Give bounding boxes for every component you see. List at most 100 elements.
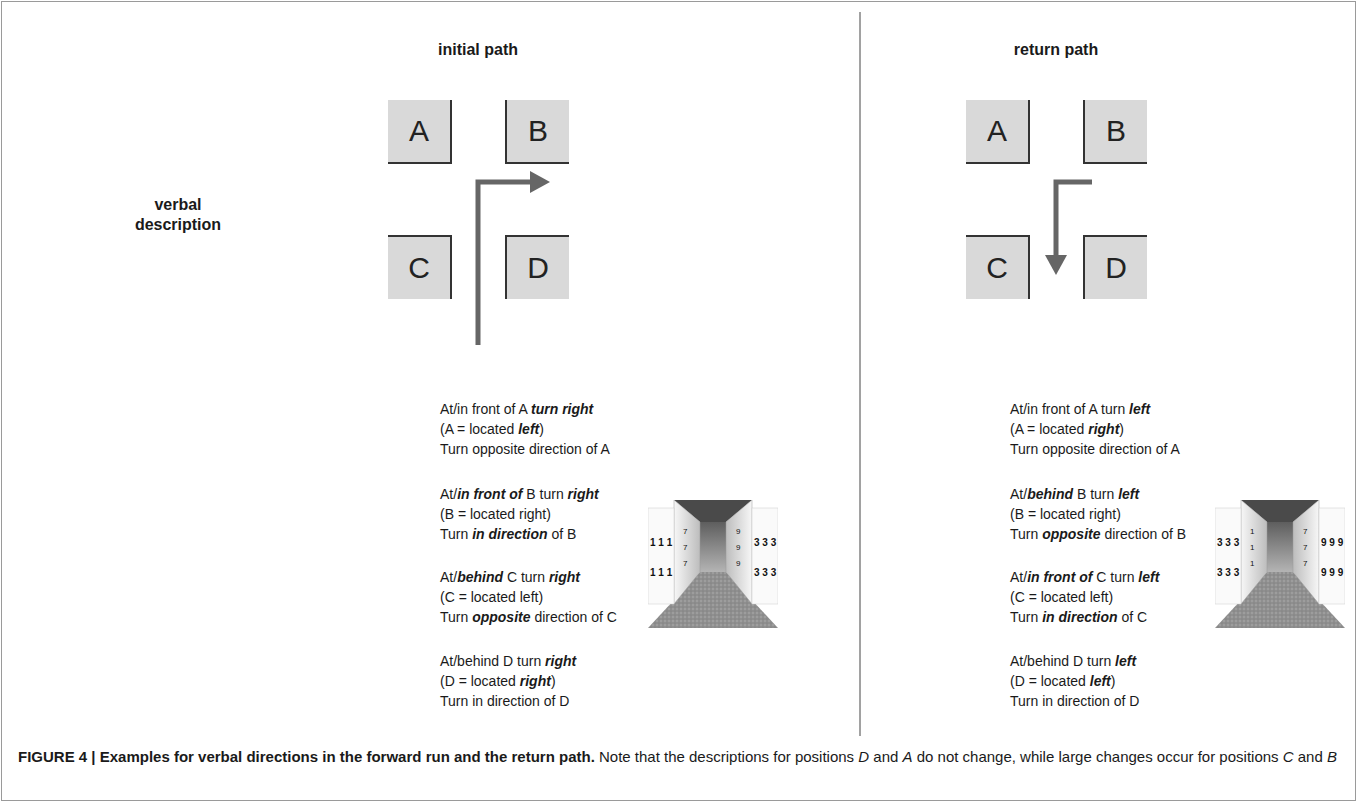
direction-line-text: right <box>1088 421 1119 437</box>
wall-number: 1 <box>1250 560 1254 568</box>
panel-heading-text: return path <box>1014 41 1098 58</box>
direction-line-text: (C = located left) <box>440 589 543 605</box>
direction-line-text: Turn <box>1010 609 1042 625</box>
wall-number: 1 1 1 <box>650 568 672 578</box>
direction-line-text: behind <box>1027 486 1073 502</box>
direction-line: (B = located right) <box>1010 505 1121 523</box>
direction-line: At/in front of A turn left <box>1010 400 1150 418</box>
direction-line-text: At/behind D turn <box>1010 653 1115 669</box>
direction-line-text: opposite <box>472 609 530 625</box>
wall-number: 9 9 9 <box>1321 538 1343 548</box>
box-letter: B <box>1106 116 1126 146</box>
direction-line-text: right <box>545 653 576 669</box>
place-box: D <box>1083 235 1147 299</box>
figure-caption-text: A <box>903 748 913 765</box>
wall-number: 7 <box>1303 544 1307 552</box>
panel-heading: verbal description <box>123 195 233 235</box>
figure-caption-text: FIGURE 4 | Examples for verbal direction… <box>18 748 595 765</box>
direction-line-text: direction of C <box>531 609 617 625</box>
place-box: C <box>966 235 1030 299</box>
figure-caption-text: C <box>1283 748 1294 765</box>
direction-line: Turn opposite direction of C <box>440 608 617 626</box>
arrow-head <box>1045 255 1067 275</box>
direction-line-text: At/in front of A <box>440 401 531 417</box>
direction-line-text: opposite <box>1042 526 1100 542</box>
direction-line-text: Turn <box>440 609 472 625</box>
place-box: C <box>388 235 452 299</box>
wall-number: 3 3 3 <box>1217 568 1239 578</box>
direction-line-text: left <box>1090 673 1111 689</box>
wall-number: 1 <box>1250 528 1254 536</box>
wall-number: 7 <box>683 560 687 568</box>
corridor-wall <box>1293 500 1319 604</box>
direction-line-text: Turn <box>1010 526 1042 542</box>
direction-line-text: in front of <box>1027 569 1092 585</box>
direction-line: (C = located left) <box>440 588 543 606</box>
corridor-end <box>700 522 726 572</box>
direction-line-text: B turn <box>1073 486 1118 502</box>
direction-line-text: left <box>1115 653 1136 669</box>
direction-line-text: ) <box>1119 421 1124 437</box>
direction-line-text: direction of B <box>1101 526 1187 542</box>
figure-caption-text: B <box>1327 748 1337 765</box>
box-letter: C <box>408 253 430 283</box>
panel-heading: return path <box>946 40 1166 60</box>
panel-heading: initial path <box>368 40 588 60</box>
direction-line-text: left <box>1138 569 1159 585</box>
direction-line: Turn in direction of D <box>1010 692 1139 710</box>
wall-number: 3 3 3 <box>754 568 776 578</box>
direction-line: (C = located left) <box>1010 588 1113 606</box>
direction-line-text: in direction <box>472 526 547 542</box>
direction-line-text: At/ <box>1010 569 1027 585</box>
box-letter: D <box>527 253 549 283</box>
direction-line-text: At/ <box>440 569 457 585</box>
direction-line-text: right <box>549 569 580 585</box>
figure-caption-text: D <box>858 748 869 765</box>
direction-line-text: Turn opposite direction of A <box>440 441 610 457</box>
direction-line-text: (D = located <box>440 673 520 689</box>
direction-line: (A = located right) <box>1010 420 1124 438</box>
direction-line-text: right <box>520 673 551 689</box>
direction-line: Turn in direction of D <box>440 692 569 710</box>
direction-line-text: At/ <box>440 486 457 502</box>
corridor-panel <box>648 508 674 604</box>
direction-line-text: At/in front of A turn <box>1010 401 1129 417</box>
direction-line-text: Turn in direction of D <box>440 693 569 709</box>
corridor-wall <box>726 500 752 604</box>
corridor-wall <box>1241 500 1267 604</box>
wall-number: 9 <box>736 528 740 536</box>
place-box: B <box>505 100 569 164</box>
direction-line: Turn opposite direction of A <box>440 440 610 458</box>
direction-line-text: (C = located left) <box>1010 589 1113 605</box>
direction-line-text: (B = located right) <box>440 506 551 522</box>
wall-number: 9 9 9 <box>1321 568 1343 578</box>
direction-line-text: Turn in direction of D <box>1010 693 1139 709</box>
figure-caption-text: Note that the descriptions for positions <box>595 748 858 765</box>
arrow-head <box>530 171 550 193</box>
panel-heading-text: initial path <box>438 41 518 58</box>
wall-number: 3 3 3 <box>1217 538 1239 548</box>
figure-caption-text: and <box>1294 748 1327 765</box>
wall-number: 9 <box>736 544 740 552</box>
direction-line-text: (D = located <box>1010 673 1090 689</box>
direction-line-text: B turn <box>522 486 567 502</box>
box-letter: B <box>528 116 548 146</box>
direction-line-text: C turn <box>1092 569 1138 585</box>
wall-number: 3 3 3 <box>754 538 776 548</box>
figure-caption: FIGURE 4 | Examples for verbal direction… <box>18 746 1338 768</box>
corridor-wall <box>674 500 700 604</box>
direction-line-text: behind <box>457 569 503 585</box>
direction-line: At/in front of A turn right <box>440 400 593 418</box>
figure-caption-text: and <box>869 748 902 765</box>
place-box: D <box>505 235 569 299</box>
corridor-panel <box>1215 508 1241 604</box>
wall-number: 9 <box>736 560 740 568</box>
direction-line-text: At/behind D turn <box>440 653 545 669</box>
direction-line-text: of C <box>1118 609 1148 625</box>
wall-number: 7 <box>683 544 687 552</box>
direction-line: At/behind C turn right <box>440 568 580 586</box>
wall-number: 7 <box>683 528 687 536</box>
direction-line-text: (A = located <box>1010 421 1088 437</box>
